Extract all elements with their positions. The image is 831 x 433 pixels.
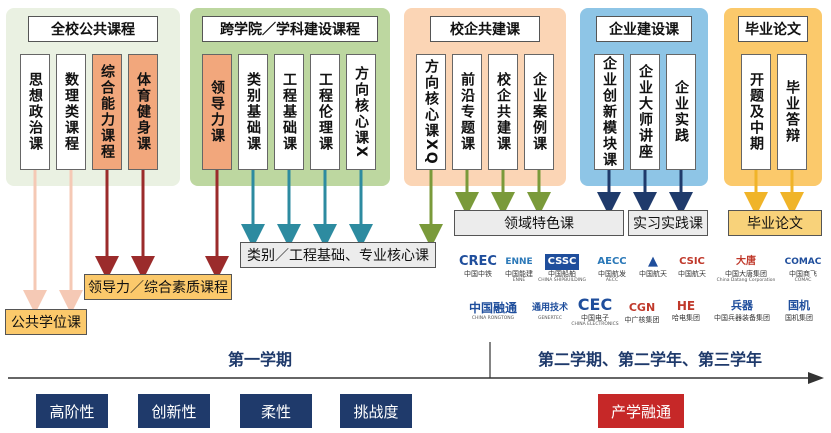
course-direction-core-x: 方向核心课X <box>346 54 376 170</box>
course-master-lecture: 企业大师讲座 <box>630 54 660 170</box>
course-sports: 体育健身课 <box>128 54 158 170</box>
domain-course-box: 领域特色课 <box>454 210 624 236</box>
course-defense: 毕业答辩 <box>777 54 807 170</box>
course-innovation-module: 企业创新模块课 <box>594 54 624 170</box>
course-engineering-ethics: 工程伦理课 <box>310 54 340 170</box>
public-course-title: 全校公共课程 <box>28 16 158 42</box>
thesis-output-box: 毕业论文 <box>728 210 822 236</box>
enterprise-title: 企业建设课 <box>596 16 692 42</box>
course-enterprise-practice: 企业实践 <box>666 54 696 170</box>
logo-csgc: 兵器中国兵器装备集团 <box>714 299 770 322</box>
timeline-first-semester: 第一学期 <box>227 350 292 369</box>
course-proposal: 开题及中期 <box>741 54 771 170</box>
label-industry-education: 产学融通 <box>598 394 684 428</box>
public-degree-box: 公共学位课 <box>5 309 87 335</box>
label-challenge: 挑战度 <box>340 394 412 428</box>
course-category-basic: 类别基础课 <box>238 54 268 170</box>
course-comprehensive: 综合能力课程 <box>92 54 122 170</box>
label-flexibility: 柔性 <box>240 394 312 428</box>
timeline-arrowhead <box>808 372 824 384</box>
leadership-quality-box: 领导力／综合素质课程 <box>84 274 232 300</box>
logo-sinomach: 国机国机集团 <box>785 299 813 322</box>
timeline-later-semesters: 第二学期、第二学年、第三学年 <box>537 350 762 369</box>
thesis-title: 毕业论文 <box>738 16 808 42</box>
label-innovation: 创新性 <box>138 394 210 428</box>
course-engineering-basic: 工程基础课 <box>274 54 304 170</box>
practice-course-box: 实习实践课 <box>628 210 708 236</box>
course-math: 数理类课程 <box>56 54 86 170</box>
cross-college-title: 跨学院／学科建设课程 <box>202 16 378 42</box>
course-direction-core-xq: 方向核心课XQ <box>416 54 446 170</box>
course-ideology: 思想政治课 <box>20 54 50 170</box>
label-higher-order: 高阶性 <box>36 394 108 428</box>
course-school-enterprise: 校企共建课 <box>488 54 518 170</box>
school-enterprise-title: 校企共建课 <box>430 16 540 42</box>
course-leadership: 领导力课 <box>202 54 232 170</box>
course-enterprise-case: 企业案例课 <box>524 54 554 170</box>
logo-casc: ▲中国航天 <box>639 254 667 278</box>
course-frontier: 前沿专题课 <box>452 54 482 170</box>
category-core-box: 类别／工程基础、专业核心课 <box>240 242 436 268</box>
